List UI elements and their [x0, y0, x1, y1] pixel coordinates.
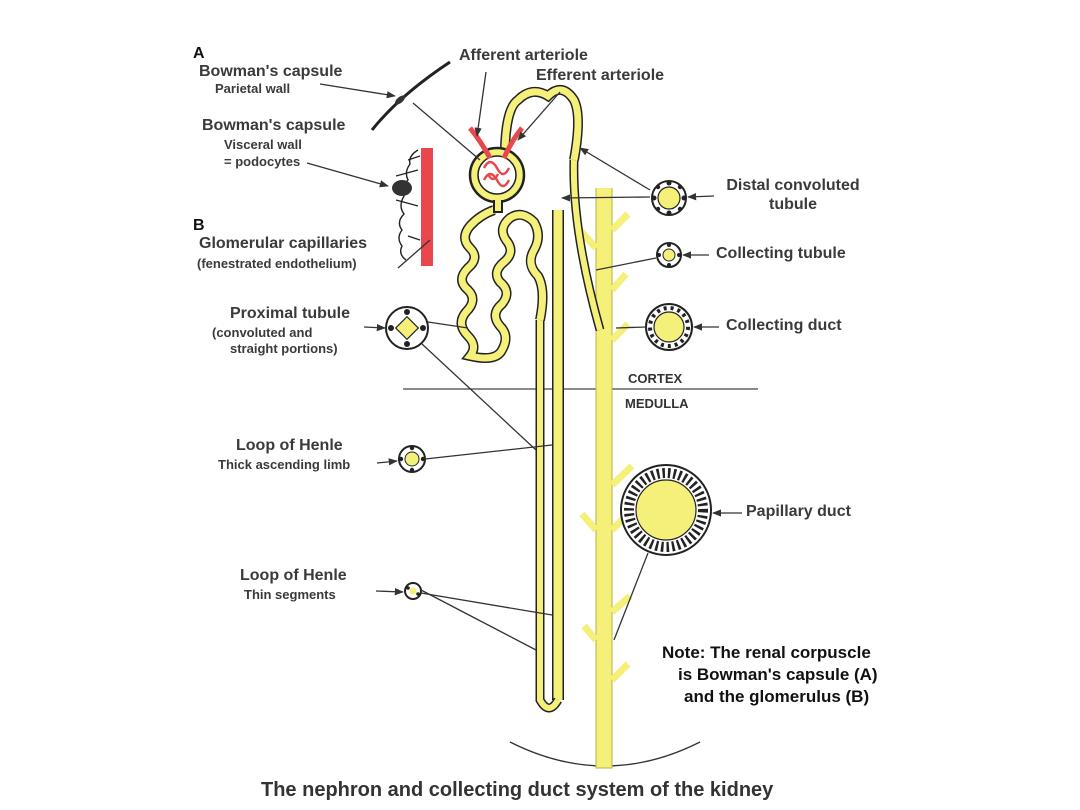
panel-letter-b: B — [193, 217, 205, 234]
label-bowman-visceral-sub2: = podocytes — [224, 154, 301, 169]
note-line3: and the glomerulus (B) — [684, 687, 870, 706]
cross-section-papillary-duct — [620, 464, 712, 556]
afferent-arteriole-vessel — [468, 126, 493, 160]
cross-section-collecting-tubule — [656, 242, 682, 268]
label-collecting-tubule: Collecting tubule — [716, 245, 846, 262]
leader-lines — [306, 71, 742, 651]
label-henle-thin-sub: Thin segments — [244, 587, 336, 602]
label-henle-thick-sub: Thick ascending limb — [218, 457, 351, 472]
cross-section-collecting-duct — [645, 303, 693, 351]
label-proximal-sub2: straight portions) — [230, 341, 338, 356]
label-distal-line1: Distal convoluted — [726, 177, 860, 194]
label-efferent-arteriole: Efferent arteriole — [536, 67, 665, 84]
cross-section-proximal — [385, 306, 429, 350]
diagram-caption: The nephron and collecting duct system o… — [261, 779, 774, 801]
label-bowman-visceral-title: Bowman's capsule — [202, 117, 346, 134]
label-bowman-visceral-sub1: Visceral wall — [224, 137, 302, 152]
efferent-arteriole-vessel — [501, 126, 524, 160]
collecting-duct-trunk — [573, 188, 635, 769]
podocyte-detail — [392, 148, 433, 266]
label-glomerular-title: Glomerular capillaries — [199, 235, 368, 252]
note-line1: Note: The renal corpuscle — [662, 643, 871, 662]
label-henle-thick-title: Loop of Henle — [236, 437, 343, 454]
label-glomerular-sub: (fenestrated endothelium) — [197, 256, 357, 271]
label-proximal-title: Proximal tubule — [230, 305, 351, 322]
label-collecting-duct: Collecting duct — [726, 317, 842, 334]
label-proximal-sub1: (convoluted and — [212, 325, 313, 340]
label-cortex: CORTEX — [628, 371, 683, 386]
label-afferent-arteriole: Afferent arteriole — [459, 47, 588, 64]
renal-corpuscle — [468, 146, 526, 213]
label-henle-thin-title: Loop of Henle — [240, 567, 347, 584]
note-line2: is Bowman's capsule (A) — [678, 665, 878, 684]
parietal-wall-fragment — [370, 60, 451, 131]
label-medulla: MEDULLA — [625, 396, 689, 411]
cross-section-thin-segment — [404, 582, 422, 600]
label-distal-line2: tubule — [769, 196, 817, 213]
label-bowman-parietal-sub: Parietal wall — [215, 81, 291, 96]
label-papillary-duct: Papillary duct — [746, 503, 851, 520]
panel-letter-a: A — [193, 45, 205, 62]
label-bowman-parietal-title: Bowman's capsule — [199, 63, 343, 80]
cross-section-distal — [651, 180, 687, 216]
cross-section-thick-limb — [398, 445, 426, 473]
